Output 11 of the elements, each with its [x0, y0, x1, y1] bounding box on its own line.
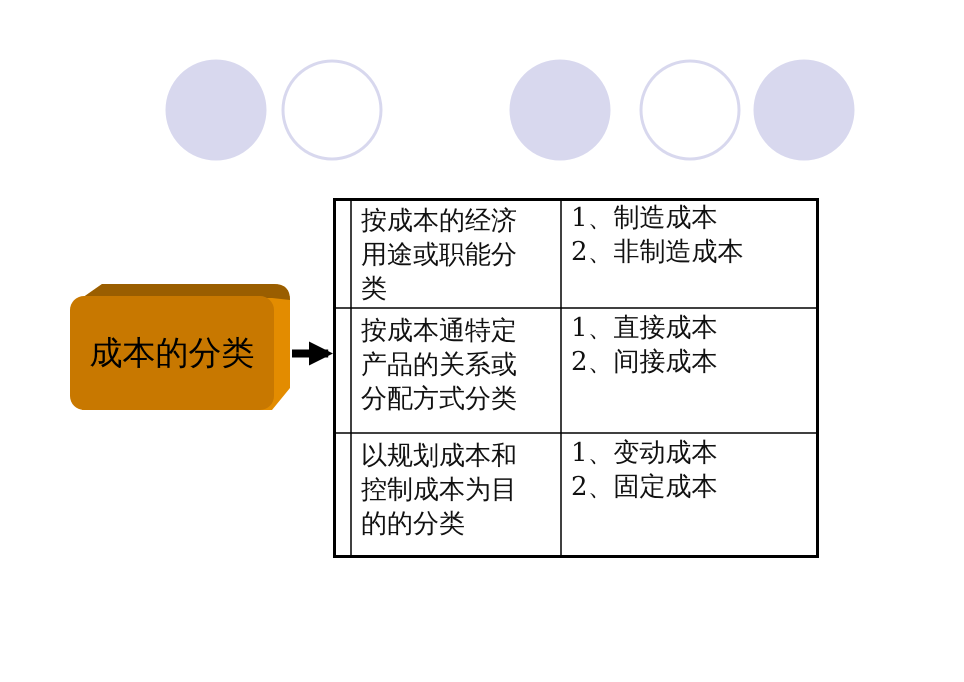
cell-text: 按成本通特定产品的关系或分配方式分类	[361, 315, 518, 416]
arrow	[292, 342, 333, 366]
cell-text: 按成本的经济用途或职能分类	[361, 205, 518, 306]
cell-text: 2、非制造成本	[571, 236, 745, 269]
cell-text: 2、固定成本	[571, 471, 719, 504]
cell-text: 2、间接成本	[571, 346, 719, 379]
cell-text: 以规划成本和控制成本为目的的分类	[361, 440, 518, 541]
table-grid	[333, 198, 819, 558]
cell-text: 1、直接成本	[571, 312, 719, 345]
cell-text: 1、变动成本	[571, 437, 719, 470]
cell-text: 1、制造成本	[571, 202, 719, 235]
